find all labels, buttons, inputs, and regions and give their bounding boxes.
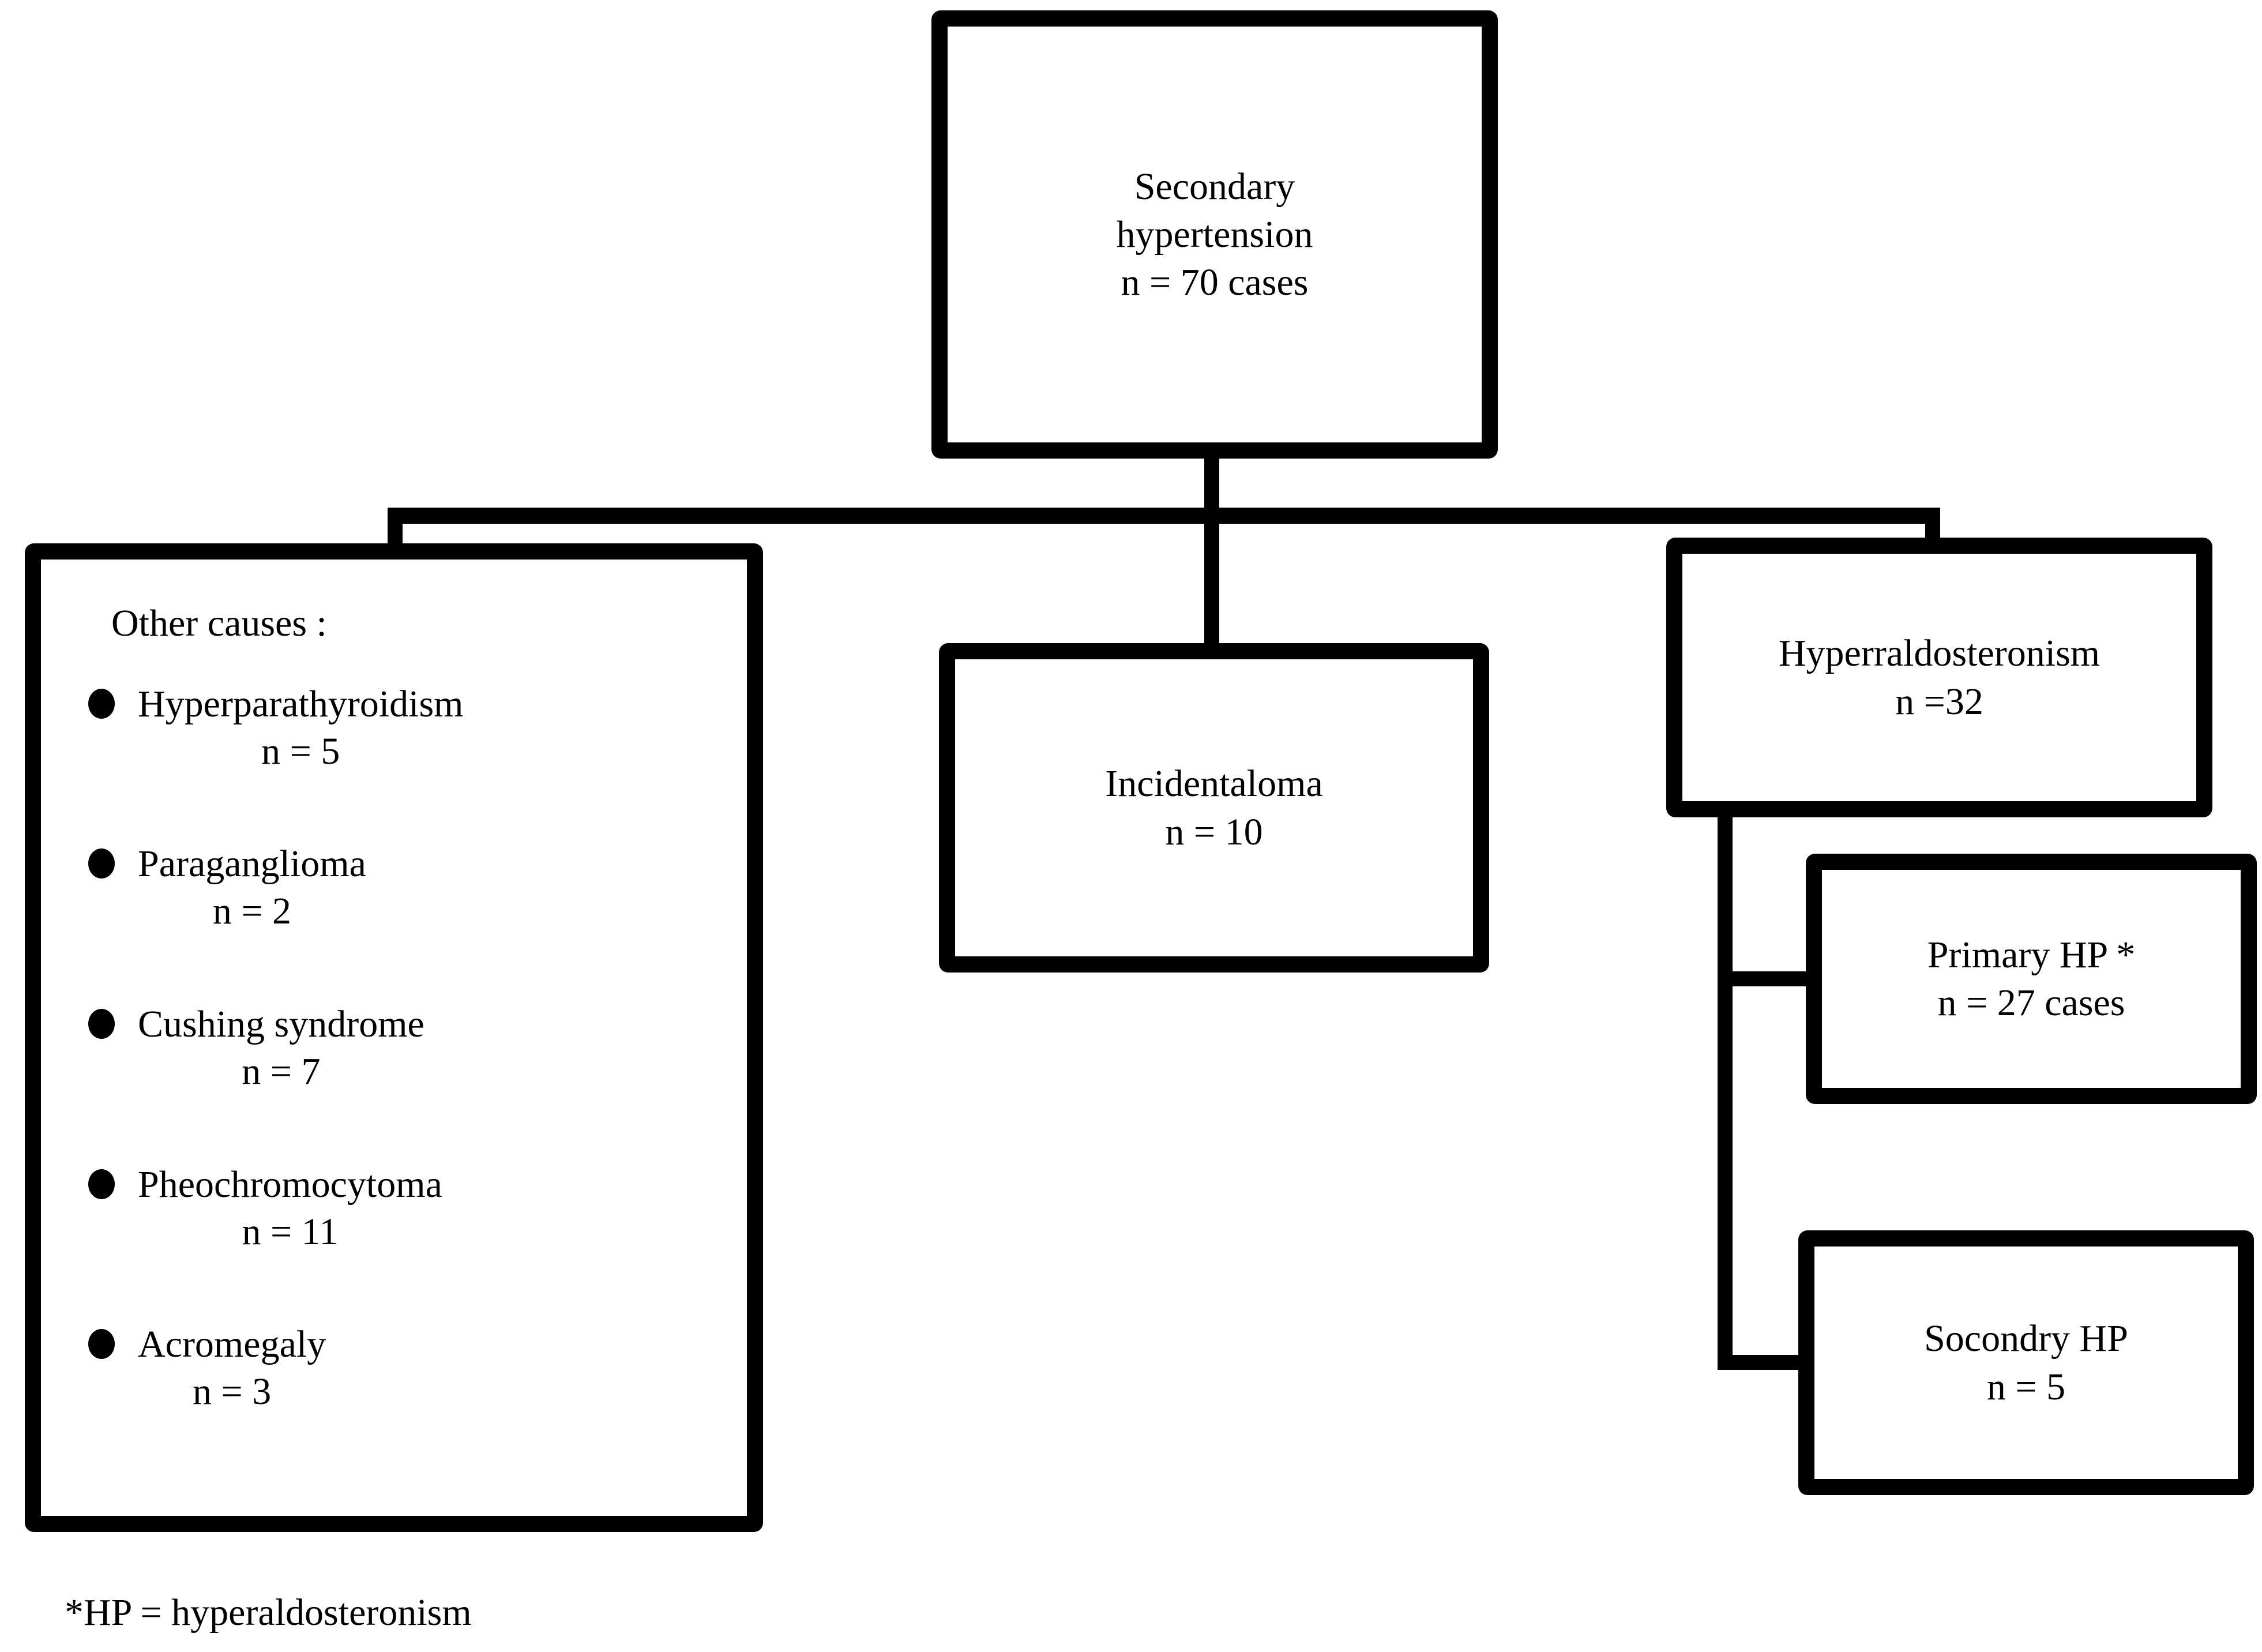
node-title-line: Primary HP * [1927,933,2136,976]
bullet-icon [88,1169,115,1199]
list-item-hyperparathyroidism: Hyperparathyroidism n = 5 [87,681,730,775]
node-count-line: n = 70 cases [1121,261,1309,304]
bullet-icon [88,688,115,719]
node-secondary-hp: Socondry HP n = 5 [1798,1230,2254,1495]
node-title-line: Incidentaloma [1105,763,1323,805]
list-item-count: n = 5 [261,730,340,772]
node-title-line: hypertension [1116,213,1313,256]
list-item-label: Paraganglioma [138,843,366,885]
node-count-line: n =32 [1895,680,1983,723]
list-item-paraganglioma: Paraganglioma n = 2 [87,840,730,935]
node-secondary-hypertension: Secondary hypertension n = 70 cases [931,10,1498,459]
node-incidentaloma: Incidentaloma n = 10 [939,643,1489,973]
node-count-line: n = 5 [1986,1365,2066,1408]
connector-drop-incidentaloma [1204,508,1219,662]
bullet-icon [88,1329,115,1360]
list-item-label: Acromegaly [138,1323,326,1366]
node-hyperaldosteronism: Hyperraldosteronism n =32 [1666,538,2212,817]
node-count-line: n = 10 [1165,810,1263,853]
list-item-cushing-syndrome: Cushing syndrome n = 7 [87,1001,730,1095]
bullet-icon [88,1009,115,1039]
list-item-label: Pheochromocytoma [138,1163,442,1206]
other-causes-heading: Other causes : [111,602,327,644]
connector-distribution-bar [388,508,1940,524]
footnote: *HP = hyperaldosteronism [65,1591,472,1634]
connector-hyperaldosteronism-descender [1718,808,1733,1370]
node-title-line: Socondry HP [1924,1317,2128,1360]
list-item-count: n = 11 [242,1210,339,1253]
bullet-icon [88,848,115,879]
list-item-pheochromocytoma: Pheochromocytoma n = 11 [87,1161,730,1256]
node-primary-hp: Primary HP * n = 27 cases [1806,854,2257,1104]
node-other-causes: Other causes : Hyperparathyroidism n = 5… [25,543,763,1532]
list-item-label: Hyperparathyroidism [138,682,464,725]
list-item-count: n = 2 [212,890,292,933]
list-item-count: n = 7 [242,1050,321,1092]
node-title-line: Secondary [1134,165,1295,208]
list-item-label: Cushing syndrome [138,1003,424,1046]
list-item-acromegaly: Acromegaly n = 3 [87,1321,730,1416]
list-item-count: n = 3 [192,1371,272,1413]
node-title-line: Hyperraldosteronism [1778,632,2101,675]
node-count-line: n = 27 cases [1937,982,2125,1024]
